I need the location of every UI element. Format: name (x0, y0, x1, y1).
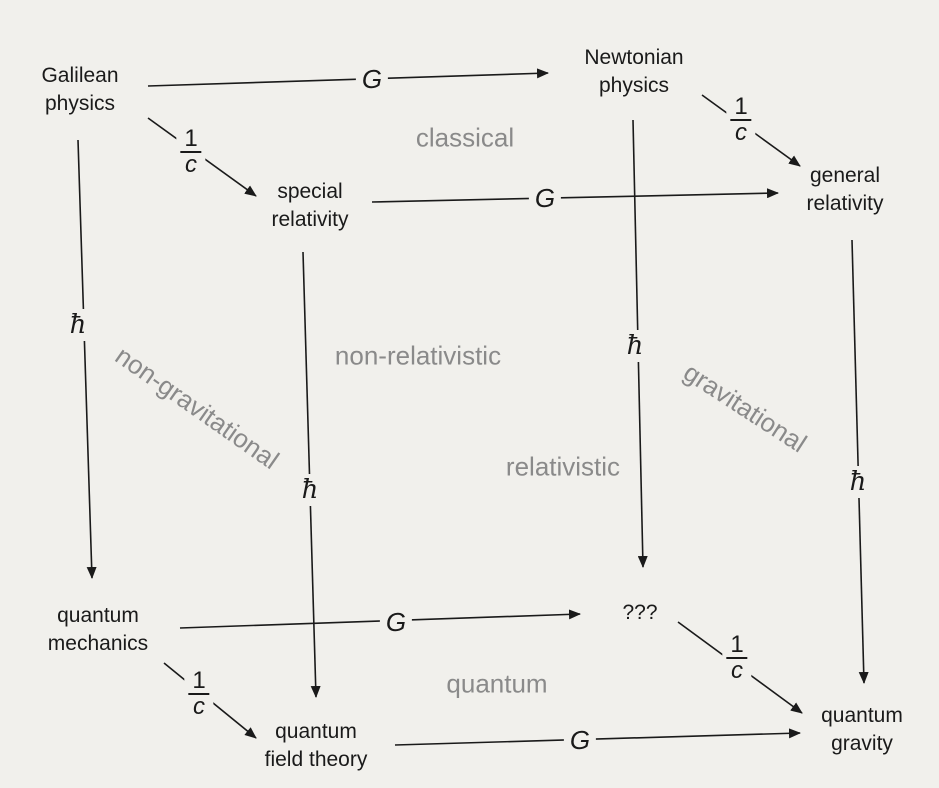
edge-label-hbar: ħ (847, 466, 869, 498)
fraction-numerator: 1 (188, 669, 210, 695)
node-label-line: physics (598, 74, 670, 97)
node-label-line: physics (44, 92, 116, 115)
node-quantum-field-theory: quantum field theory (265, 718, 368, 774)
fraction-denominator: c (730, 657, 743, 684)
node-label-line: quantum (821, 704, 903, 727)
edge-label-g: G (563, 725, 597, 755)
node-label-line: general (809, 164, 881, 187)
edge-label-inverse-c: 1 c (726, 95, 756, 146)
fraction-denominator: c (734, 119, 747, 146)
node-galilean-physics: Galilean physics (41, 62, 118, 118)
node-label-line: gravity (831, 732, 893, 755)
node-unknown-theory: ??? (622, 599, 657, 627)
fraction-numerator: 1 (180, 127, 202, 153)
region-label-relativistic: relativistic (505, 451, 621, 482)
node-general-relativity: general relativity (806, 162, 883, 218)
node-label-line: special (277, 180, 343, 203)
node-label-line: relativity (806, 192, 884, 215)
node-label-line: Newtonian (584, 46, 684, 69)
edge-label-g: G (379, 607, 413, 637)
node-quantum-mechanics: quantum mechanics (48, 602, 148, 658)
edge-general-to-qg (851, 239, 869, 684)
node-label-line: ??? (622, 601, 658, 624)
node-label-line: relativity (271, 208, 349, 231)
node-label-line: quantum (275, 720, 357, 743)
node-label-line: quantum (57, 604, 139, 627)
edge-label-hbar: ħ (67, 309, 89, 341)
node-label-line: field theory (264, 748, 368, 771)
fraction-denominator: c (192, 693, 205, 720)
region-label-non-relativistic: non-relativistic (334, 340, 502, 371)
node-label-line: mechanics (47, 632, 149, 655)
fraction-denominator: c (184, 151, 197, 178)
edge-label-hbar: ħ (299, 474, 321, 506)
region-label-quantum: quantum (446, 668, 548, 699)
node-quantum-gravity: quantum gravity (821, 702, 903, 758)
edge-label-inverse-c: 1 c (184, 669, 214, 720)
edge-special-to-general (371, 188, 779, 203)
edge-label-g: G (355, 64, 389, 94)
region-label-classical: classical (415, 122, 515, 153)
edge-galilean-to-qm (77, 139, 97, 579)
edge-label-hbar: ħ (624, 330, 646, 362)
node-newtonian-physics: Newtonian physics (584, 44, 683, 100)
edge-label-inverse-c: 1 c (176, 127, 206, 178)
edge-label-g: G (528, 183, 562, 213)
fraction-numerator: 1 (730, 95, 752, 121)
node-special-relativity: special relativity (271, 178, 348, 234)
node-label-line: Galilean (41, 64, 119, 87)
fraction-numerator: 1 (726, 633, 748, 659)
edge-galilean-to-newtonian (147, 68, 549, 87)
edge-qft-to-qg (394, 728, 801, 746)
edge-label-inverse-c: 1 c (722, 633, 752, 684)
